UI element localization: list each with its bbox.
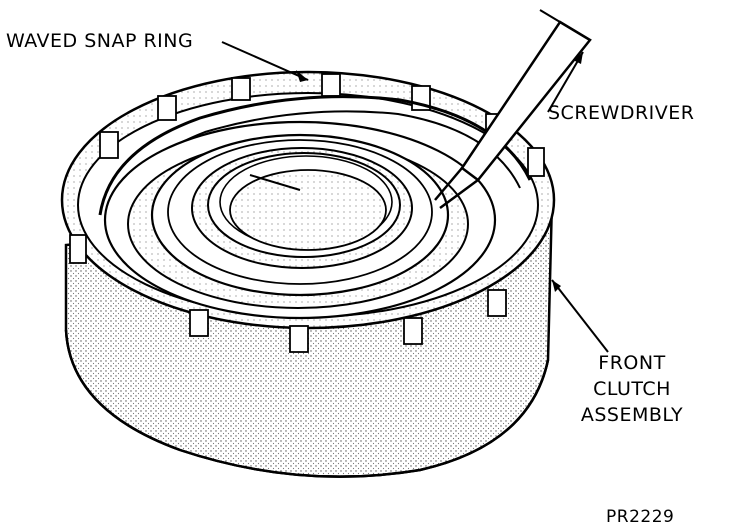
label-front-clutch-line1: FRONT	[598, 352, 666, 374]
label-waved-snap-ring: WAVED SNAP RING	[6, 30, 194, 52]
figure-code: PR2229	[606, 507, 675, 527]
screwdriver	[434, 9, 592, 210]
label-front-clutch-line2: CLUTCH	[593, 378, 671, 400]
label-front-clutch-line3: ASSEMBLY	[580, 404, 684, 426]
label-screwdriver: SCREWDRIVER	[548, 102, 695, 124]
leader-lines	[221, 41, 609, 353]
clutch-inner-rings	[103, 120, 497, 320]
